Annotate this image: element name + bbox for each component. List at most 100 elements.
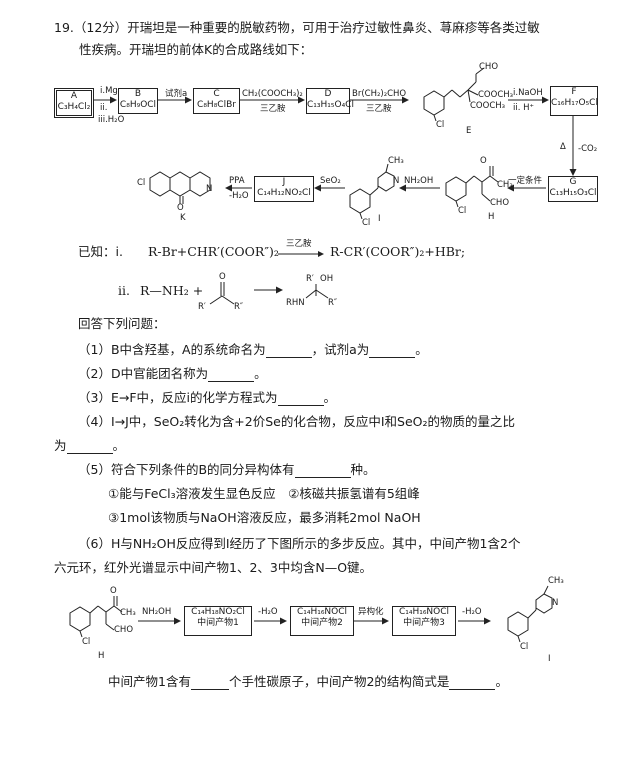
step4-reagent-bot: 三乙胺 xyxy=(366,104,392,114)
step9-reagent: SeO₂ xyxy=(320,176,341,186)
known-rxn2-prod-oh: OH xyxy=(320,274,334,284)
known-rxn2-o: O xyxy=(219,272,226,282)
q5-text-a: （5）符合下列条件的B的同分异构体有 xyxy=(78,462,295,477)
I-label: I xyxy=(378,214,381,224)
compound-D-box: D C₁₃H₁₅O₄Cl xyxy=(306,88,354,114)
I-ch3-label: CH₃ xyxy=(388,156,404,166)
q1-blank-b[interactable] xyxy=(369,345,416,358)
q3-text-b: 。 xyxy=(323,390,337,405)
q6-blank-b[interactable] xyxy=(449,677,496,690)
E-cl-label: Cl xyxy=(436,120,445,130)
step7-condition: 一定条件 xyxy=(508,176,543,186)
compound-A-name: A xyxy=(70,91,78,101)
q4-text-b: 为 xyxy=(54,438,67,453)
compound-C-formula: C₈H₈ClBr xyxy=(197,100,236,110)
intermediate-1-box: C₁₄H₁₈NO₂Cl 中间产物1 xyxy=(184,606,252,636)
intermediate-3-box: C₁₄H₁₆NOCl 中间产物3 xyxy=(392,606,456,636)
E-cho-label: CHO xyxy=(479,62,499,72)
s2-step1: NH₂OH xyxy=(142,607,172,617)
I-cl-label: Cl xyxy=(362,218,371,228)
q6-blank-a[interactable] xyxy=(190,677,229,690)
q1-blank-a[interactable] xyxy=(265,345,312,358)
question-3: （3）E→F中，反应i的化学方程式为 。 xyxy=(78,390,336,406)
s2-step2: -H₂O xyxy=(258,607,278,617)
E-cooch3-b: COOCH₃ xyxy=(470,101,506,111)
known-rxn2-prod-r1: R′ xyxy=(306,274,314,284)
s2-H-cl-label: Cl xyxy=(82,637,91,647)
question-1: （1）B中含羟基，A的系统命名为 ，试剂a为 。 xyxy=(78,342,428,358)
question-4-line2: 为。 xyxy=(54,438,125,454)
K-o-label: O xyxy=(177,203,184,213)
q1-text-a: （1）B中含羟基，A的系统命名为 xyxy=(78,342,266,357)
compound-D-formula: C₁₃H₁₅O₄Cl xyxy=(307,100,354,110)
compound-G-name: G xyxy=(569,177,577,187)
compound-J-name: J xyxy=(282,177,286,187)
compound-B-formula: C₈H₉OCl xyxy=(119,100,157,110)
known-rxn2-prod-r2: R″ xyxy=(328,298,338,308)
s2-H-o-label: O xyxy=(110,586,117,596)
question-6-line2: 六元环，红外光谱显示中间产物1、2、3中均含N—O键。 xyxy=(54,560,373,575)
compound-J-box: J C₁₄H₁₂NO₂Cl xyxy=(254,176,314,202)
step1-reagent-bot: iii.H₂O xyxy=(98,115,125,125)
H-cl-label: Cl xyxy=(458,206,467,216)
question-5-cond12: ①能与FeCl₃溶液发生显色反应 ②核磁共振氢谱有5组峰 xyxy=(108,486,420,501)
known-rxn1-product: R-CR′(COOR″)₂+HBr; xyxy=(330,244,466,259)
q1-text-b: ，试剂a为 xyxy=(311,342,370,357)
question-6-line3: 中间产物1含有个手性碳原子，中间产物2的结构简式是。 xyxy=(108,674,508,690)
q4-blank[interactable] xyxy=(66,441,113,454)
s2-I-label: I xyxy=(548,654,551,664)
q2-text-a: （2）D中官能团名称为 xyxy=(78,366,209,381)
questions-intro: 回答下列问题： xyxy=(78,316,166,331)
compound-A-formula: C₃H₄Cl₂ xyxy=(57,102,91,112)
question-5: （5）符合下列条件的B的同分异构体有 种。 xyxy=(78,462,376,478)
H-o-label: O xyxy=(480,156,487,166)
K-n-label: N xyxy=(206,184,213,194)
question-6-line1: （6）H与NH₂OH反应得到I经历了下图所示的多步反应。其中，中间产物1含2个 xyxy=(78,536,521,551)
step2-reagent: 试剂a xyxy=(165,89,188,99)
intermediate-1-name: 中间产物1 xyxy=(197,618,239,628)
q2-blank[interactable] xyxy=(208,369,255,382)
s2-I-n-label: N xyxy=(552,598,559,608)
compound-J-formula: C₁₄H₁₂NO₂Cl xyxy=(257,188,311,198)
q3-blank[interactable] xyxy=(277,393,324,406)
compound-B-box: B C₈H₉OCl xyxy=(118,88,158,114)
E-label: E xyxy=(466,126,472,136)
known-ii-label: ii. xyxy=(118,283,130,298)
compound-A-box: A C₃H₄Cl₂ xyxy=(54,88,94,118)
question-2: （2）D中官能团名称为 。 xyxy=(78,366,267,382)
step4-reagent-top: Br(CH₂)₂CHO xyxy=(352,89,407,99)
E-cooch3-a: COOCH₃ xyxy=(478,90,514,100)
compound-F-formula: C₁₆H₁₇O₅Cl xyxy=(551,98,598,108)
q1-text-c: 。 xyxy=(415,342,428,357)
compound-G-formula: C₁₃H₁₅O₃Cl xyxy=(549,188,597,198)
known-rxn2-r1: R′ xyxy=(198,302,206,312)
q5-text-b: 种。 xyxy=(350,462,376,477)
step10-reagent-bot: -H₂O xyxy=(229,191,249,201)
q2-text-b: 。 xyxy=(254,366,267,381)
q6-text-d: 个手性碳原子，中间产物2的结构简式是 xyxy=(228,674,450,689)
step5-reagent-bot: ii. H⁺ xyxy=(513,103,535,113)
H-ch3-label: CH₃ xyxy=(497,180,513,190)
q5-blank[interactable] xyxy=(294,465,351,478)
compound-C-box: C C₈H₈ClBr xyxy=(193,88,240,114)
q3-text-a: （3）E→F中，反应i的化学方程式为 xyxy=(78,390,278,405)
known-rxn1: R-Br+CHR′(COOR″)₂ xyxy=(148,244,279,259)
s2-step4: -H₂O xyxy=(462,607,482,617)
question-19-line2: 性疾病。开瑞坦的前体K的合成路线如下： xyxy=(79,42,313,57)
step8-reagent: NH₂OH xyxy=(404,176,434,186)
intermediate-2-name: 中间产物2 xyxy=(301,618,343,628)
K-cl-label: Cl xyxy=(137,178,146,188)
step1-reagent-top: i.Mg xyxy=(100,86,118,96)
question-19-line1: 19.（12分）开瑞坦是一种重要的脱敏药物，可用于治疗过敏性鼻炎、荨麻疹等各类过… xyxy=(54,20,540,35)
compound-F-name: F xyxy=(571,87,577,97)
known-label: 已知：i. xyxy=(78,244,123,259)
step6-heat: Δ xyxy=(560,142,566,152)
q4-text-c: 。 xyxy=(112,438,126,453)
intermediate-3-formula: C₁₄H₁₆NOCl xyxy=(398,607,450,617)
s2-I-cl-label: Cl xyxy=(520,642,529,652)
intermediate-2-formula: C₁₄H₁₆NOCl xyxy=(296,607,348,617)
intermediate-2-box: C₁₄H₁₆NOCl 中间产物2 xyxy=(290,606,354,636)
s2-I-ch3-label: CH₃ xyxy=(548,576,564,586)
compound-G-box: G C₁₃H₁₅O₃Cl xyxy=(548,176,598,202)
